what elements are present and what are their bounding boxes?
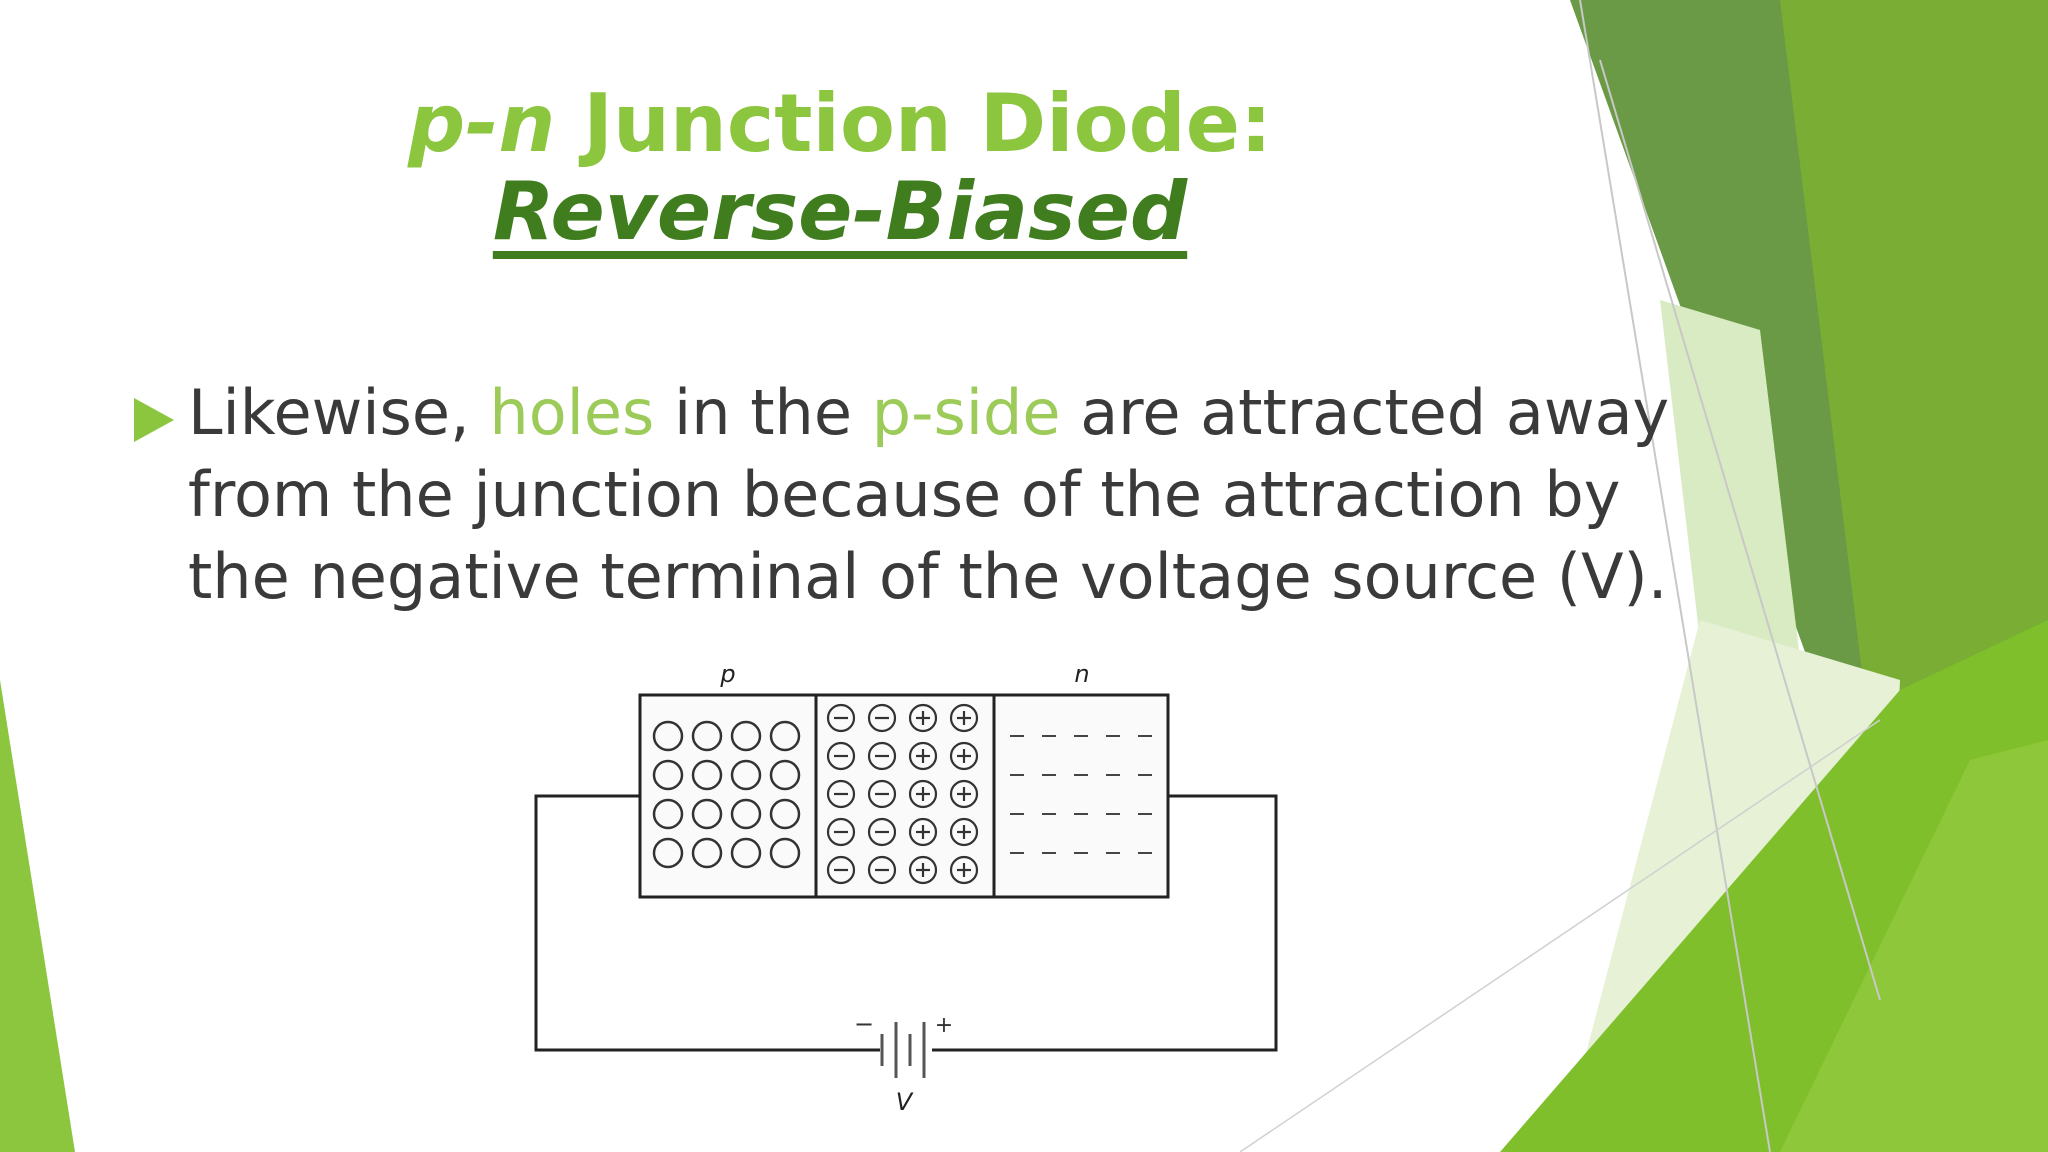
- battery-minus-label: −: [854, 1010, 874, 1038]
- n-region-electrons: [1010, 735, 1152, 854]
- battery-icon: [880, 1022, 926, 1078]
- bullet-part-1: Likewise,: [188, 376, 490, 449]
- slide-title: p-n Junction Diode: Reverse-Biased: [250, 80, 1430, 256]
- positive-ion-icon: [949, 817, 979, 847]
- positive-ion-icon: [908, 855, 938, 885]
- depletion-region-ions: [826, 703, 979, 885]
- hole-icon: [730, 720, 762, 752]
- negative-ion-icon: [867, 855, 897, 885]
- negative-ion-icon: [826, 779, 856, 809]
- bullet-highlight-p-side: p-side: [871, 376, 1061, 449]
- positive-ion-icon: [949, 703, 979, 733]
- positive-ion-icon: [908, 817, 938, 847]
- hole-icon: [691, 759, 723, 791]
- positive-ion-icon: [949, 779, 979, 809]
- hole-icon: [730, 759, 762, 791]
- bg-line-2: [1599, 59, 1881, 1001]
- hole-icon: [730, 798, 762, 830]
- hole-icon: [769, 837, 801, 869]
- negative-ion-icon: [867, 779, 897, 809]
- circuit-wire-left: [534, 794, 880, 1052]
- bullet-highlight-holes: holes: [489, 376, 655, 449]
- title-line-1: p-n Junction Diode:: [250, 80, 1430, 168]
- positive-ion-icon: [949, 855, 979, 885]
- title-line-2: Reverse-Biased: [492, 165, 1188, 258]
- positive-ion-icon: [908, 741, 938, 771]
- negative-ion-icon: [826, 703, 856, 733]
- negative-ion-icon: [826, 741, 856, 771]
- bullet-part-3: are attracted away from the junction bec…: [188, 376, 1670, 613]
- hole-icon: [652, 720, 684, 752]
- hole-icon: [730, 837, 762, 869]
- p-region-holes: [652, 720, 801, 869]
- bullet-text: Likewise, holes in the p-side are attrac…: [188, 372, 1690, 618]
- hole-icon: [652, 759, 684, 791]
- hole-icon: [652, 798, 684, 830]
- hole-icon: [691, 798, 723, 830]
- hole-icon: [769, 720, 801, 752]
- label-n: n: [1074, 660, 1089, 688]
- bg-line-3: [1239, 719, 1881, 1152]
- negative-ion-icon: [867, 703, 897, 733]
- negative-ion-icon: [867, 817, 897, 847]
- circuit-wire-right: [932, 794, 1278, 1052]
- hole-icon: [691, 720, 723, 752]
- bg-shape-left: [0, 680, 75, 1152]
- positive-ion-icon: [949, 741, 979, 771]
- title-junction-diode: Junction Diode:: [555, 77, 1273, 170]
- negative-ion-icon: [826, 817, 856, 847]
- bg-shape-bottom-bright: [1780, 740, 2048, 1152]
- hole-icon: [769, 759, 801, 791]
- label-p: p: [719, 660, 735, 688]
- bullet-list: Likewise, holes in the p-side are attrac…: [130, 372, 1690, 618]
- negative-ion-icon: [826, 855, 856, 885]
- hole-icon: [691, 837, 723, 869]
- positive-ion-icon: [908, 779, 938, 809]
- bullet-part-2: in the: [654, 376, 872, 449]
- bg-line-1: [1579, 0, 1771, 1152]
- title-pn: p-n: [407, 77, 556, 170]
- hole-icon: [652, 837, 684, 869]
- bullet-arrow-icon: [134, 398, 174, 442]
- label-v: V: [896, 1088, 914, 1116]
- negative-ion-icon: [867, 741, 897, 771]
- battery-plus-label: +: [935, 1013, 953, 1038]
- hole-icon: [769, 798, 801, 830]
- positive-ion-icon: [908, 703, 938, 733]
- semiconductor-block: [638, 693, 1170, 899]
- pn-junction-diagram: p n − + V: [534, 660, 1278, 1116]
